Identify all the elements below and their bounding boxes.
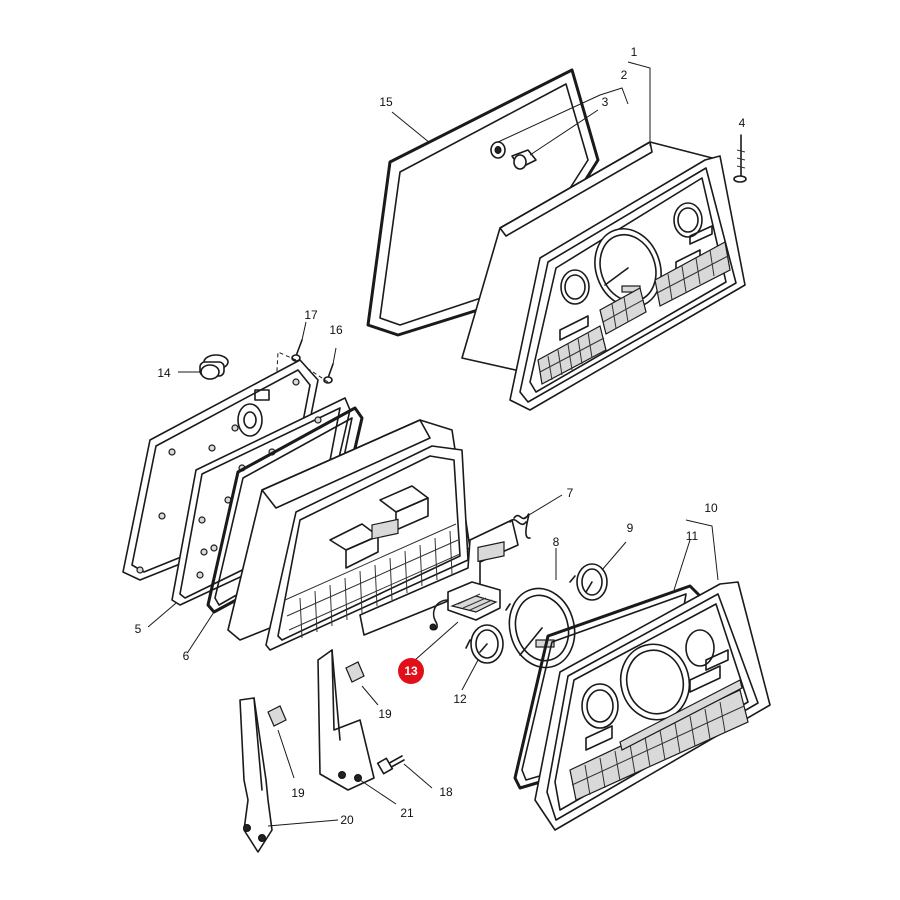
bracket-21: [317, 649, 397, 805]
lamp-grid-bottom: [569, 679, 749, 801]
small-gauge-9: [569, 541, 627, 601]
gasket-frame-15: [366, 68, 600, 337]
grille: [284, 523, 461, 639]
label-15: 15: [379, 95, 393, 109]
label-8: 8: [553, 535, 560, 549]
lamp-holder-2-3: [490, 87, 629, 170]
pad-19b: [267, 705, 295, 779]
label-19a: 19: [378, 707, 392, 721]
label-1: 1: [631, 45, 638, 59]
label-13[interactable]: 13: [404, 664, 418, 678]
label-7: 7: [567, 486, 574, 500]
bracket-20: [239, 697, 339, 853]
screw-4: [733, 134, 747, 183]
label-16: 16: [329, 323, 343, 337]
part-labels: 1 2 3 4 5 6 7 8 9 10 11 12 13 14 15 16 1…: [135, 45, 746, 827]
highlight-marker-13[interactable]: [398, 658, 424, 684]
label-2: 2: [621, 68, 628, 82]
label-19b: 19: [291, 786, 305, 800]
pad-19a: [345, 661, 379, 706]
label-3: 3: [602, 95, 609, 109]
middle-housing: [227, 419, 471, 651]
label-20: 20: [340, 813, 354, 827]
label-5: 5: [135, 622, 142, 636]
label-9: 9: [627, 521, 634, 535]
front-bezel-10: [534, 519, 771, 831]
label-10: 10: [704, 501, 718, 515]
label-12: 12: [453, 692, 467, 706]
bolt-18: [376, 755, 433, 789]
label-6: 6: [183, 649, 190, 663]
cluster-housing-1: [461, 61, 746, 411]
wiring-harness-7: [509, 494, 563, 539]
lamp-grid-top: [537, 241, 731, 385]
connector-block-13: [414, 581, 501, 661]
large-gauge-8: [505, 548, 576, 669]
label-18: 18: [439, 785, 453, 799]
label-21: 21: [400, 806, 414, 820]
label-4: 4: [739, 116, 746, 130]
label-11: 11: [686, 529, 699, 543]
small-gauge-12: [461, 624, 504, 691]
label-17: 17: [304, 308, 318, 322]
display-board: [359, 518, 519, 636]
label-14: 14: [157, 366, 171, 380]
plug-14: [178, 354, 229, 380]
